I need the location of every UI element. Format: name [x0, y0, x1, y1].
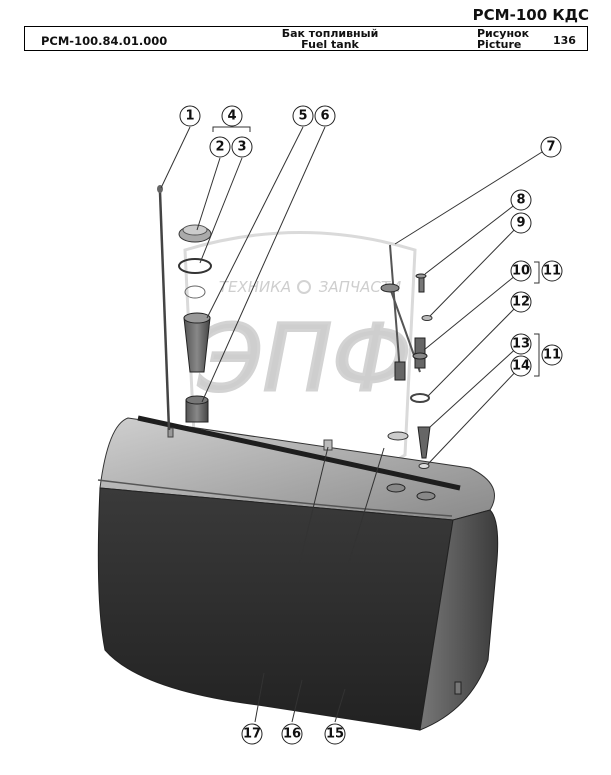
svg-text:7: 7: [546, 140, 555, 155]
drain-washer: [418, 463, 430, 469]
svg-text:10: 10: [512, 264, 530, 279]
drain-plug: [417, 426, 431, 459]
svg-text:3: 3: [237, 140, 246, 155]
parts: [157, 185, 433, 469]
part-name-en: Fuel tank: [301, 38, 359, 51]
gear-icon: [297, 280, 311, 294]
svg-text:5: 5: [298, 109, 307, 124]
watermark: ТЕХНИКА ЗАПЧАСТИ ЭПФ: [183, 231, 417, 489]
part-name-ru: Бак топливный: [281, 27, 379, 40]
flange-gasket: [410, 393, 430, 403]
callout-12: 12: [510, 291, 532, 313]
svg-text:6: 6: [320, 109, 329, 124]
watermark-text-left: ТЕХНИКА: [219, 278, 291, 296]
callout-4: 4: [221, 105, 243, 127]
washer: [421, 315, 433, 321]
svg-text:4: 4: [227, 109, 236, 124]
callout-6: 6: [314, 105, 336, 127]
picture-label-en: Picture: [477, 38, 522, 51]
watermark-logo: ЭПФ: [198, 305, 412, 412]
watermark-text-right: ЗАПЧАСТИ: [319, 278, 402, 296]
intake-flange: [380, 283, 400, 293]
callout-10: 10: [510, 260, 532, 282]
callout-2: 2: [209, 136, 231, 158]
intake-tube: [389, 244, 401, 373]
callout-1: 1: [179, 105, 201, 127]
svg-text:12: 12: [512, 295, 530, 310]
intake-gasket: [387, 431, 409, 441]
callout-8: 8: [510, 189, 532, 211]
callout-11-b: 11: [541, 344, 563, 366]
svg-text:2: 2: [215, 140, 224, 155]
callout-13: 13: [510, 333, 532, 355]
part-name: Бак топливный Fuel tank: [245, 28, 415, 51]
svg-text:8: 8: [516, 193, 525, 208]
svg-text:11: 11: [543, 348, 561, 363]
svg-text:9: 9: [516, 216, 525, 231]
svg-text:15: 15: [326, 727, 344, 742]
svg-text:1: 1: [185, 109, 194, 124]
callout-9: 9: [510, 212, 532, 234]
picture-number: 136: [553, 34, 576, 47]
svg-text:16: 16: [283, 727, 301, 742]
leader-lines: [160, 126, 551, 723]
seal-ring: [184, 285, 206, 299]
callout-3: 3: [231, 136, 253, 158]
svg-text:17: 17: [243, 727, 261, 742]
svg-text:13: 13: [512, 337, 530, 352]
callout-11-a: 11: [541, 260, 563, 282]
callout-7: 7: [540, 136, 562, 158]
callout-17: 17: [241, 723, 263, 745]
title-block: РСМ-100.84.01.000 Бак топливный Fuel tan…: [24, 26, 588, 51]
callout-14: 14: [510, 355, 532, 377]
part-code: РСМ-100.84.01.000: [41, 34, 168, 48]
level-gauge-rod: [158, 191, 171, 431]
gasket-ring: [178, 258, 212, 274]
model-title: РСМ-100 КДС: [472, 6, 589, 24]
picture-label: Рисунок Picture: [477, 28, 529, 51]
svg-text:11: 11: [543, 264, 561, 279]
callouts: 1 2 3 4 5 6 7 8 9 10 11 12 13 14 11 15 1…: [179, 105, 563, 745]
callout-16: 16: [281, 723, 303, 745]
fuel-tank: [97, 415, 499, 731]
callout-15: 15: [324, 723, 346, 745]
filler-cap-top: [182, 224, 208, 236]
callout-5: 5: [292, 105, 314, 127]
svg-text:14: 14: [512, 359, 530, 374]
picture-label-ru: Рисунок: [477, 27, 530, 40]
